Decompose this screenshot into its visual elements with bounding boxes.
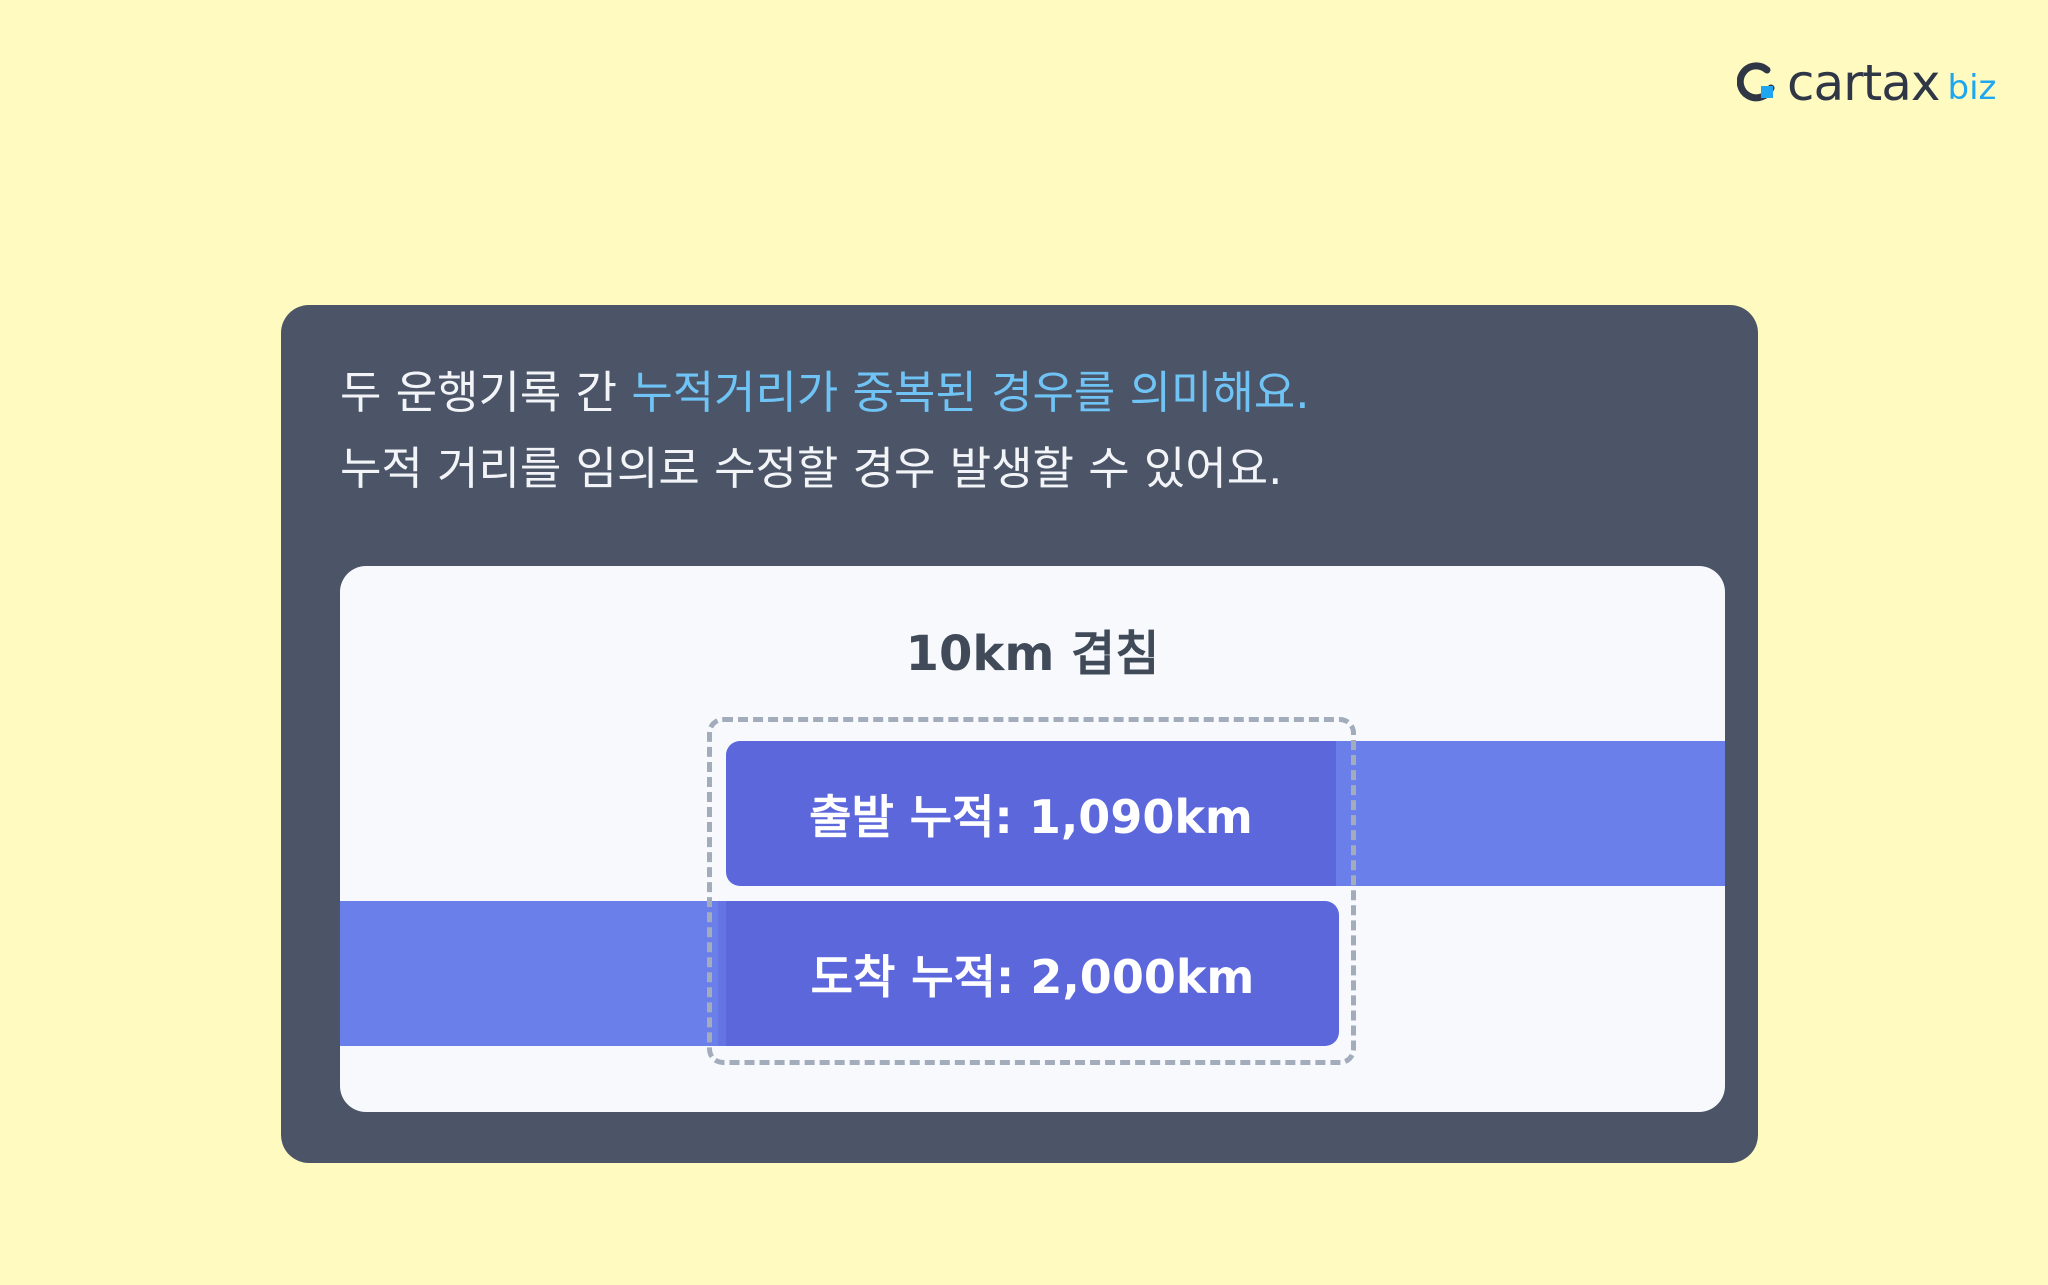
logo-suffix: biz [1947,68,1997,108]
headline-line-1: 두 운행기록 간 누적거리가 중복된 경우를 의미해요. [340,355,1310,431]
cartax-biz-logo: cartax biz [1737,58,1996,108]
arrival-cumulative-bar: 도착 누적: 2,000km [726,901,1339,1046]
cartax-logo-icon [1737,62,1775,102]
overlap-dashed-outline [707,717,1356,1065]
headline-line-1-prefix: 두 운행기록 간 [340,366,632,419]
arrival-bar-extension [340,901,730,1046]
arrival-cumulative-label: 도착 누적: 2,000km [810,949,1255,1004]
departure-cumulative-bar: 출발 누적: 1,090km [726,741,1336,886]
card-headline: 두 운행기록 간 누적거리가 중복된 경우를 의미해요. 누적 거리를 임의로 … [340,355,1310,507]
overlap-label: 10km 겹침 [905,626,1160,682]
overlap-diagram: 10km 겹침 출발 누적: 1,090km 도착 누적: 2,000km [340,566,1725,1112]
departure-cumulative-label: 출발 누적: 1,090km [809,789,1253,844]
departure-bar-extension [1330,741,1725,886]
headline-highlight: 누적거리가 중복된 경우를 의미해요. [631,366,1310,419]
headline-line-2: 누적 거리를 임의로 수정할 경우 발생할 수 있어요. [340,442,1283,495]
logo-wordmark: cartax [1787,54,1941,112]
explanation-card: 두 운행기록 간 누적거리가 중복된 경우를 의미해요. 누적 거리를 임의로 … [281,305,1758,1163]
